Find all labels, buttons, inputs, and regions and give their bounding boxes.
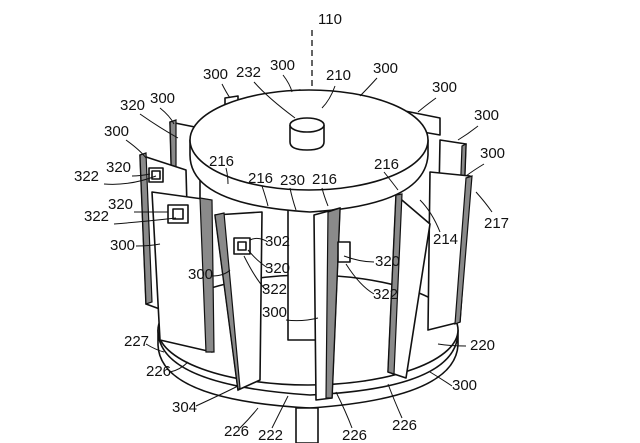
label-322-d: 322	[373, 286, 398, 303]
label-214: 214	[433, 231, 458, 248]
label-210: 210	[326, 67, 351, 84]
label-216-b: 216	[248, 170, 273, 187]
label-320-l3: 320	[108, 196, 133, 213]
label-227: 227	[124, 333, 149, 350]
label-226-d: 226	[392, 417, 417, 434]
label-232: 232	[236, 64, 261, 81]
leader-lines	[103, 74, 493, 429]
label-110: 110	[318, 11, 342, 28]
label-300-r2: 300	[480, 145, 505, 162]
label-226-b: 226	[224, 423, 249, 440]
label-322-l2: 322	[84, 208, 109, 225]
label-226-a: 226	[146, 363, 171, 380]
blade-front-center	[313, 207, 341, 401]
label-320-c: 320	[265, 260, 290, 277]
label-216-c: 216	[312, 171, 337, 188]
card-320-d	[337, 241, 351, 263]
label-320-d: 320	[375, 253, 400, 270]
label-300-l2: 300	[104, 123, 129, 140]
label-300-t4: 300	[432, 79, 457, 96]
label-300-l3: 300	[110, 237, 135, 254]
label-216-a: 216	[209, 153, 234, 170]
label-322-c: 322	[262, 281, 287, 298]
blade-right-2	[427, 171, 473, 331]
label-320-l1: 320	[120, 97, 145, 114]
label-300-l1: 300	[150, 90, 175, 107]
label-220: 220	[470, 337, 495, 354]
label-304: 304	[172, 399, 197, 416]
blade-left-3	[151, 191, 215, 353]
label-322-l1: 322	[74, 168, 99, 185]
label-300-c: 300	[262, 304, 287, 321]
label-302: 302	[265, 233, 290, 250]
label-300-t3: 300	[373, 60, 398, 77]
label-222: 222	[258, 427, 283, 443]
label-216-d: 216	[374, 156, 399, 173]
label-300-t1: 300	[203, 66, 228, 83]
label-300-l4: 300	[188, 266, 213, 283]
blade-front-left	[214, 211, 263, 392]
label-217: 217	[484, 215, 509, 232]
label-300-r1: 300	[474, 107, 499, 124]
label-226-c: 226	[342, 427, 367, 443]
blade-front-right	[337, 193, 431, 379]
label-230: 230	[280, 172, 305, 189]
label-320-l2: 320	[106, 159, 131, 176]
label-300-t2: 300	[270, 57, 295, 74]
label-300-b: 300	[452, 377, 477, 394]
top-plate	[189, 89, 429, 213]
